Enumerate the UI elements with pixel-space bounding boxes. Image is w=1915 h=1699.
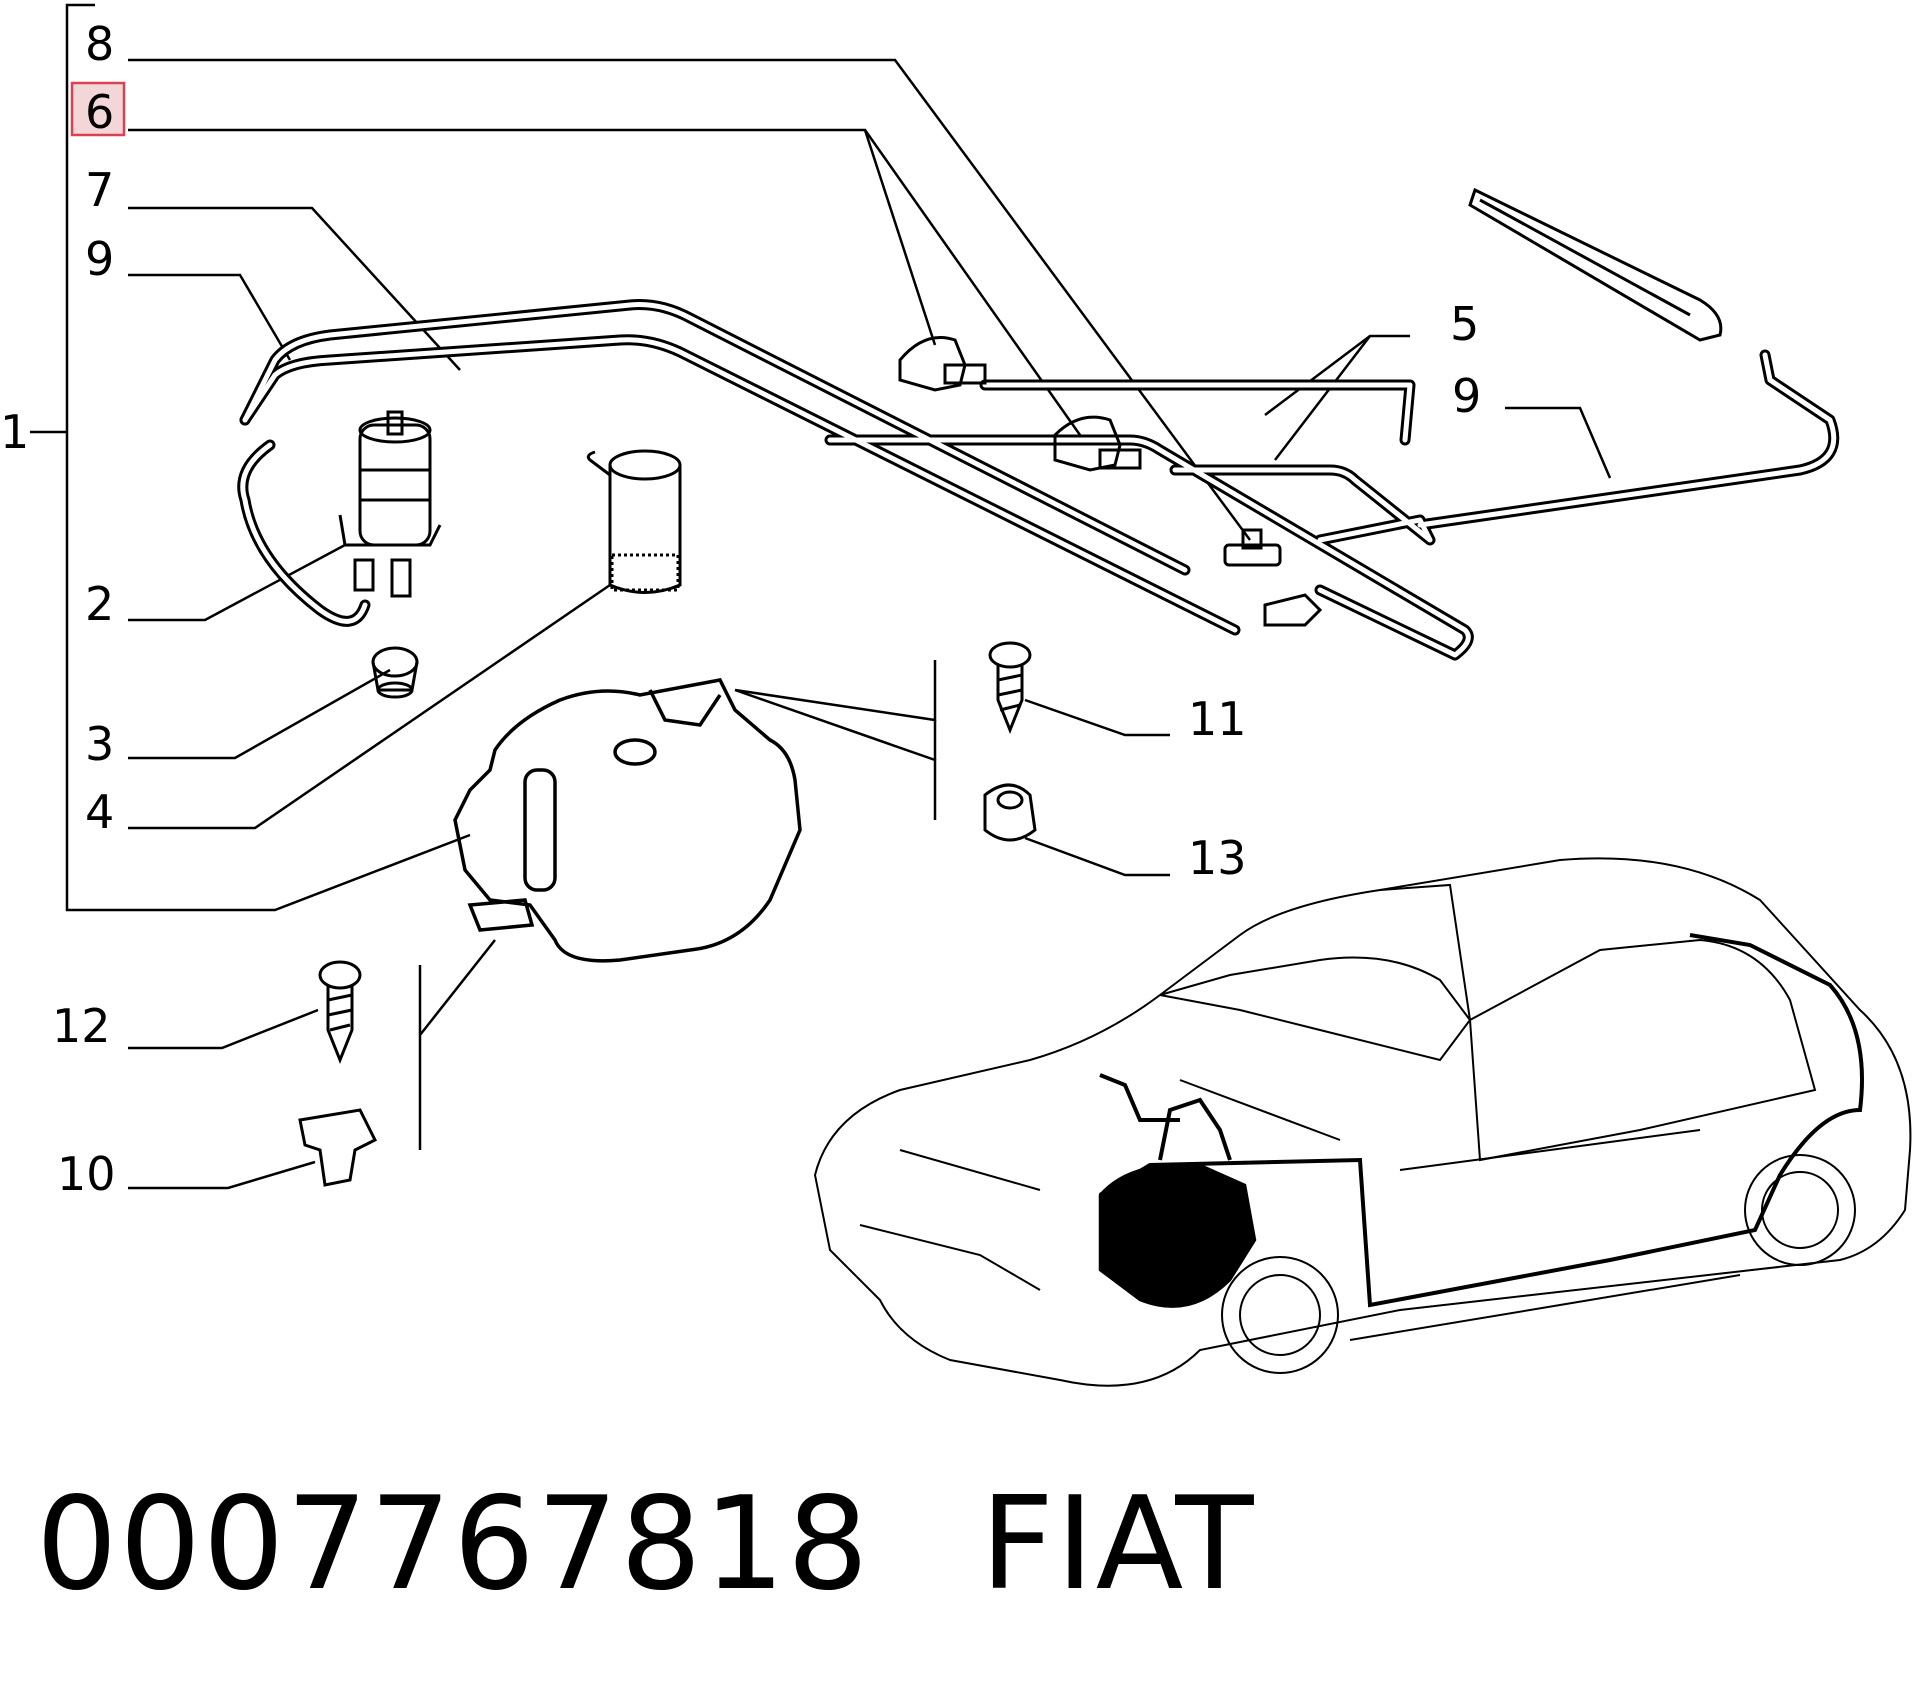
filter-strainer: [586, 449, 682, 594]
part-caption: 0007767818 FIAT: [36, 1470, 1256, 1619]
part-number: 0007767818: [36, 1470, 871, 1619]
hose-main: [237, 299, 1840, 661]
callout-4: 4: [85, 785, 114, 839]
engine-bay-highlight: [1098, 1163, 1257, 1308]
callout-1: 1: [0, 405, 29, 459]
leader-5a: [1264, 334, 1410, 416]
callout-13: 13: [1188, 831, 1247, 885]
group-bracket: [65, 3, 471, 912]
callout-12: 12: [52, 999, 111, 1053]
callout-9-left: 9: [85, 232, 114, 286]
callout-8: 8: [85, 17, 114, 71]
y-connector: [1263, 593, 1323, 627]
car-hose-jets: [1099, 1073, 1180, 1122]
leader-5b: [1274, 335, 1371, 461]
callout-6-highlight: [70, 81, 126, 137]
callout-10: 10: [57, 1147, 116, 1201]
callout-9-right: 9: [1452, 369, 1481, 423]
leader-2: [128, 543, 346, 622]
car-hose-front: [1158, 1097, 1232, 1161]
leader-tank-13: [734, 688, 937, 820]
clip-10: [298, 1108, 378, 1187]
car-hose-route: [1098, 933, 1864, 1308]
screw-11: [988, 641, 1032, 735]
washer-pump: [338, 410, 442, 598]
leader-tank-11: [734, 660, 937, 722]
callout-11: 11: [1188, 692, 1247, 746]
brand-name: FIAT: [980, 1470, 1256, 1619]
callout-2: 2: [85, 577, 114, 631]
leader-9a: [128, 273, 292, 361]
callout-5: 5: [1450, 297, 1479, 351]
t-connector: [1223, 528, 1282, 567]
hose-core: [240, 302, 1837, 658]
rear-wiper-arm: [1468, 187, 1723, 342]
leader-tank-10: [418, 939, 496, 1150]
leader-10: [128, 1160, 316, 1190]
screw-12: [318, 960, 362, 1065]
leader-9b: [1505, 406, 1612, 479]
callout-6: 6: [85, 85, 114, 139]
leader-3: [128, 668, 391, 760]
car-illustration: [813, 857, 1912, 1387]
washer-jet-right: [1053, 415, 1142, 472]
leader-4: [128, 583, 611, 830]
callout-3: 3: [85, 717, 114, 771]
leader-12: [128, 1008, 319, 1050]
leader-7: [128, 206, 461, 371]
callout-7: 7: [85, 163, 114, 217]
leader-11: [1024, 698, 1170, 737]
leader-13: [1024, 836, 1170, 877]
washer-reservoir: [453, 678, 802, 963]
washer-jet-left: [898, 336, 987, 392]
grommet-13: [983, 783, 1037, 842]
pump-seal: [371, 646, 419, 699]
